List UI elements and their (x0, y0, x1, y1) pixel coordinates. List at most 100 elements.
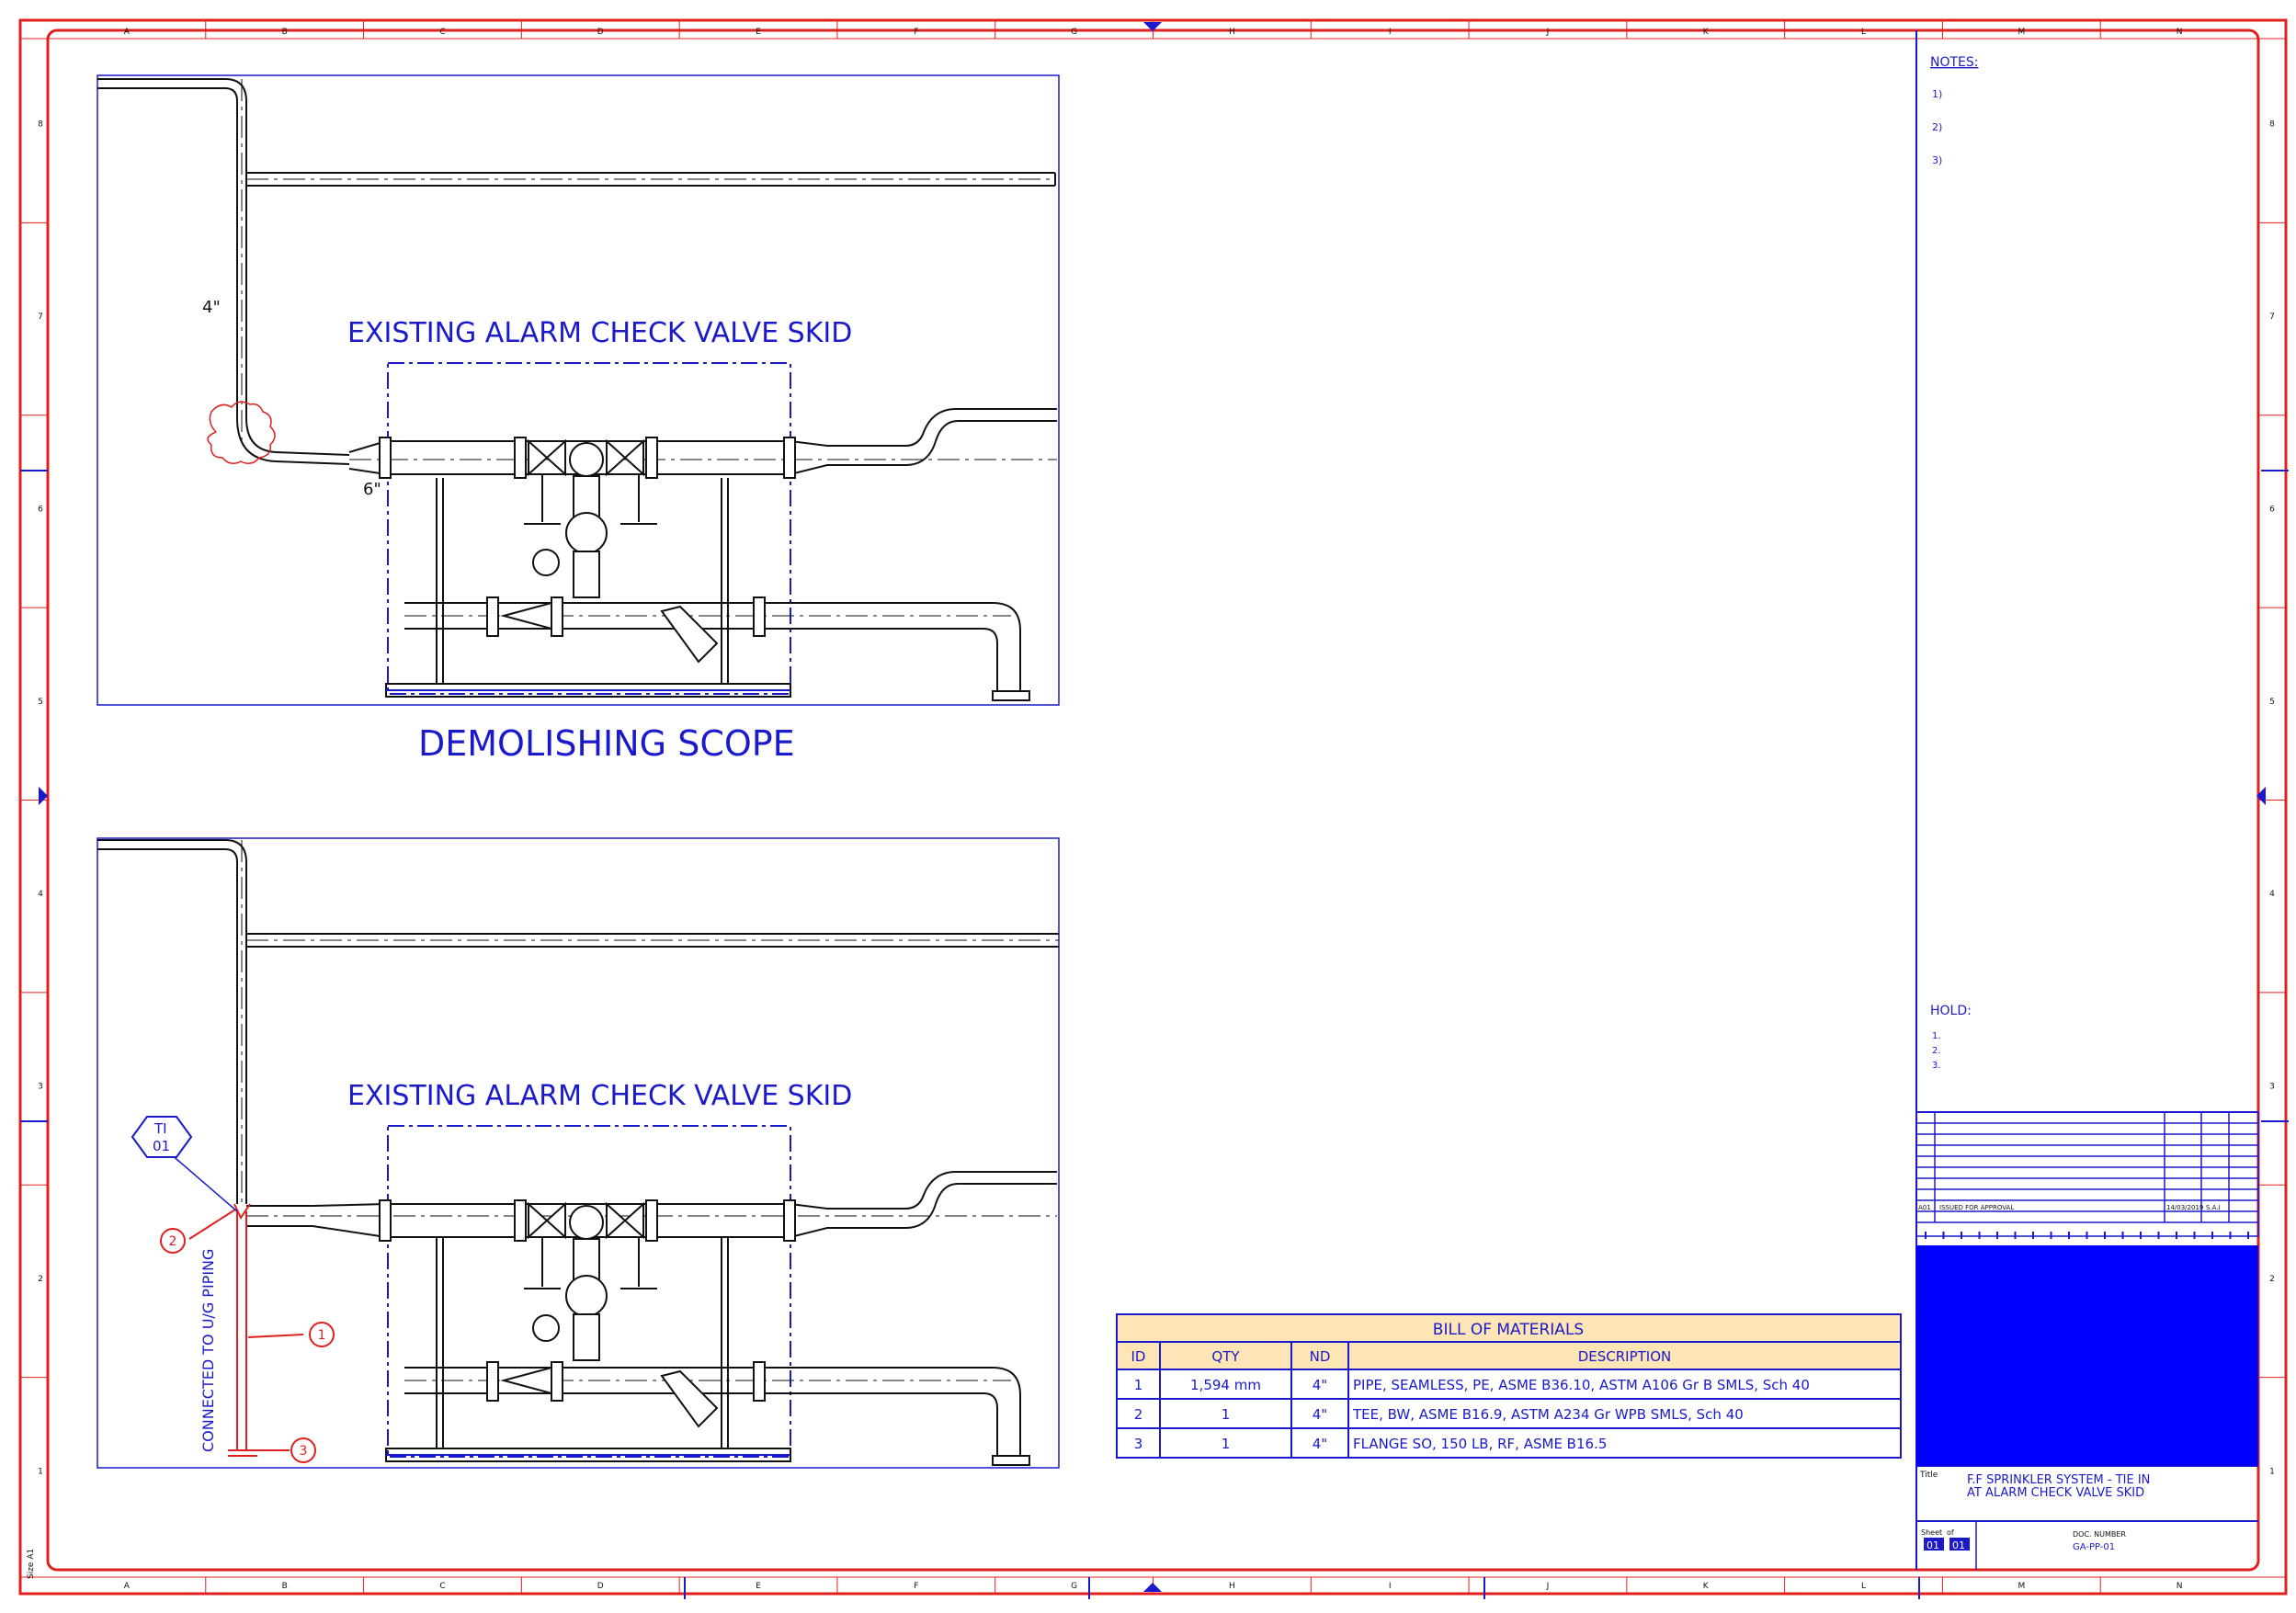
reference-balloons: 2 1 3 (160, 1228, 335, 1463)
bom-table: ID QTY ND DESCRIPTION 1 1,594 mm 4" PIPE, SEAML… (1116, 1342, 1902, 1459)
balloon-label: 3 (300, 1444, 308, 1459)
zone-letter-bottom: L (1861, 1582, 1866, 1591)
bom-cell: FLANGE SO, 150 LB, RF, ASME B16.5 (1353, 1436, 1607, 1452)
zone-number-left: 1 (38, 1467, 43, 1476)
zone-letter-top: G (1071, 28, 1077, 37)
bom-cell: TEE, BW, ASME B16.9, ASTM A234 Gr WPB SM… (1352, 1406, 1744, 1423)
balloon-label: 1 (318, 1328, 326, 1343)
revision-by: S.A.I (2206, 1204, 2221, 1211)
title-label: Title (1919, 1471, 1938, 1480)
zone-number-left: 3 (38, 1083, 43, 1092)
blue-edge-ticks (20, 470, 2289, 1599)
zone-letter-bottom: D (597, 1582, 604, 1591)
bom-cell: 4" (1313, 1377, 1327, 1393)
top-view: EXISTING ALARM CHECK VALVE SKID DEMOLISH… (97, 74, 1060, 764)
zone-letter-top: F (914, 28, 918, 37)
zone-letter-top: M (2018, 28, 2025, 37)
hold-item: 2. (1932, 1046, 1941, 1056)
balloon (290, 1437, 316, 1463)
bom-cell: PIPE, SEAMLESS, PE, ASME B36.10, ASTM A1… (1353, 1377, 1810, 1393)
of-label: of (1947, 1528, 1954, 1537)
zone-letter-bottom: N (2177, 1582, 2183, 1591)
hold-item: 1. (1932, 1031, 1941, 1041)
balloon (309, 1322, 335, 1347)
bom-cell: 4" (1313, 1436, 1327, 1452)
note-item: 1) (1932, 88, 1942, 100)
drawing-title-line1: F.F SPRINKLER SYSTEM - TIE IN (1967, 1473, 2150, 1487)
zone-number-left: 7 (38, 312, 43, 322)
zone-number-right: 2 (2269, 1275, 2275, 1284)
zone-letter-bottom: E (756, 1582, 761, 1591)
zone-letter-bottom: J (1546, 1582, 1550, 1591)
doc-number: GA-PP-01 (2073, 1542, 2115, 1552)
zone-letter-bottom: F (914, 1582, 918, 1591)
bom-cell: 1 (1222, 1406, 1231, 1423)
balloon-label: 2 (169, 1234, 177, 1249)
bottom-skid-title: EXISTING ALARM CHECK VALVE SKID (347, 1080, 852, 1112)
zone-letter-top: D (597, 28, 604, 37)
bom-cell: 2 (1134, 1406, 1143, 1423)
zone-number-right: 1 (2269, 1467, 2275, 1476)
bill-of-materials: BILL OF MATERIALS ID QTY ND DESCRIPTION 1 1,5… (1116, 1313, 1902, 1459)
zone-letter-top: A (124, 28, 131, 37)
zone-letter-bottom: H (1229, 1582, 1235, 1591)
zone-number-left: 6 (38, 505, 43, 514)
notes-list: 1) 2) 3) (1932, 88, 1942, 166)
bom-header-cell: QTY (1211, 1348, 1240, 1365)
sheet-label: Sheet (1921, 1528, 1942, 1537)
title-block-fill (1916, 1245, 2258, 1466)
hold-heading: HOLD: (1930, 1004, 1972, 1018)
zone-number-left: 5 (38, 698, 43, 707)
zone-letter-top: C (439, 28, 445, 37)
zone-letter-bottom: A (124, 1582, 131, 1591)
bom-cell: 4" (1313, 1406, 1327, 1423)
zone-number-right: 7 (2269, 312, 2275, 322)
revision-description: ISSUED FOR APPROVAL (1939, 1204, 2014, 1211)
bom-title: BILL OF MATERIALS (1433, 1321, 1584, 1339)
zone-number-left: 8 (38, 120, 43, 130)
vertical-note: CONNECTED TO U/G PIPING (199, 1249, 217, 1452)
zone-number-right: 8 (2269, 120, 2275, 130)
zone-letter-top: I (1389, 28, 1392, 37)
zone-numbers-left: 8 7 6 5 4 3 2 1 (20, 120, 48, 1476)
balloon (160, 1228, 186, 1254)
bom-header-cell: DESCRIPTION (1578, 1348, 1672, 1365)
zone-letter-bottom: C (439, 1582, 445, 1591)
revision-table (1915, 1111, 2259, 1237)
top-caption: DEMOLISHING SCOPE (418, 723, 795, 764)
drawing-title-line2: AT ALARM CHECK VALVE SKID (1967, 1486, 2144, 1500)
revision-rev: A01 (1918, 1204, 1931, 1211)
zone-letter-top: K (1703, 28, 1710, 37)
zone-letter-top: J (1546, 28, 1550, 37)
size-label: Size A1 (27, 1549, 36, 1579)
tag-top: TI (153, 1120, 167, 1137)
bom-cell: 1,594 mm (1190, 1377, 1261, 1393)
top-skid-title: EXISTING ALARM CHECK VALVE SKID (347, 317, 852, 349)
zone-number-right: 3 (2269, 1083, 2275, 1092)
revision-date: 14/03/2019 (2166, 1204, 2203, 1211)
zone-letter-bottom: G (1071, 1582, 1077, 1591)
hold-item: 3. (1932, 1061, 1941, 1071)
zone-number-left: 2 (38, 1275, 43, 1284)
zone-letter-top: B (282, 28, 288, 37)
zone-letter-bottom: B (282, 1582, 288, 1591)
zone-letter-top: E (756, 28, 761, 37)
notes-heading: NOTES: (1930, 55, 1979, 70)
zone-letter-top: L (1861, 28, 1866, 37)
bom-header-cell: ND (1310, 1348, 1331, 1365)
zone-number-left: 4 (38, 890, 43, 899)
hold-list: 1. 2. 3. (1932, 1031, 1941, 1071)
top-size-label-2: 6" (363, 480, 381, 499)
note-item: 3) (1932, 154, 1942, 166)
zone-letter-top: H (1229, 28, 1235, 37)
zone-letter-bottom: I (1389, 1582, 1392, 1591)
revision-tick-row (1925, 1232, 2249, 1239)
bom-header-cell: ID (1131, 1348, 1146, 1365)
note-item: 2) (1932, 121, 1942, 133)
zone-number-right: 6 (2269, 505, 2275, 514)
bom-row (1116, 1427, 1902, 1459)
zone-number-right: 4 (2269, 890, 2275, 899)
